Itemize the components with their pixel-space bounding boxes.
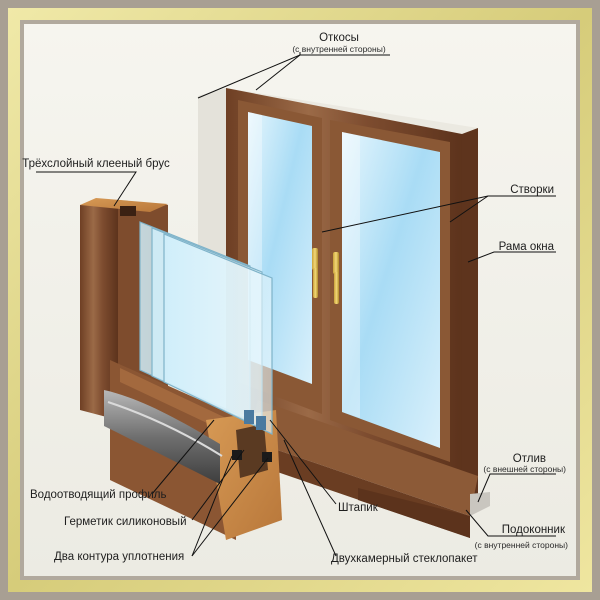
handle-left-icon <box>312 248 318 298</box>
right-glass <box>342 132 440 448</box>
label-rama: Рама окна <box>499 241 555 253</box>
label-shtapik: Штапик <box>338 502 379 514</box>
drip-edge <box>470 492 490 516</box>
label-brus: Трёхслойный клееный брус <box>22 158 170 170</box>
label-uplotnenie: Два контура уплотнения <box>54 551 184 563</box>
cross-section <box>80 198 282 540</box>
label-germetik: Герметик силиконовый <box>64 516 187 528</box>
label-otkosy-note: (с внутренней стороны) <box>292 44 386 54</box>
label-otkosy: Откосы <box>319 32 359 44</box>
leader-lines <box>36 52 556 557</box>
label-vodootvod: Водоотводящий профиль <box>30 489 167 501</box>
label-otliv: Отлив <box>513 453 546 465</box>
windowsill <box>248 400 478 538</box>
label-otliv-note: (с внешней стороны) <box>483 464 566 474</box>
label-steklopaket: Двухкамерный стеклопакет <box>331 553 478 565</box>
handle-right-icon <box>333 252 339 304</box>
label-stvorki: Створки <box>510 184 554 196</box>
right-sash <box>330 120 450 462</box>
label-podokonnik-note: (с внутренней стороны) <box>475 540 569 550</box>
label-podokonnik: Подоконник <box>502 524 566 536</box>
